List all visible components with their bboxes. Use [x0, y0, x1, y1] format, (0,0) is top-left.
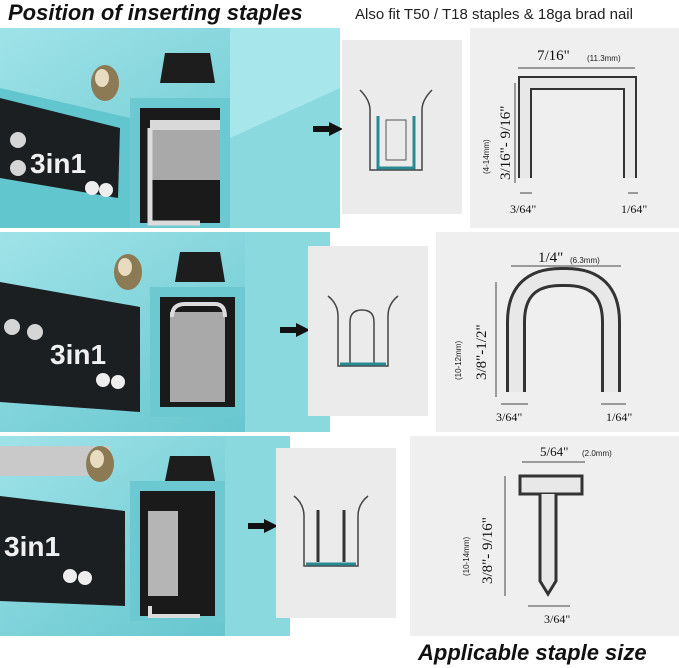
arrow-right-icon	[280, 323, 310, 337]
tool-3in1-label: 3in1	[4, 531, 60, 562]
staple-length-mm-label: (10-12mm)	[454, 340, 463, 380]
tool-3in1-label: 3in1	[30, 148, 86, 179]
page-title: Position of inserting staples	[8, 0, 303, 25]
staple-width-mm-label: (2.0mm)	[582, 449, 612, 458]
stapler-photo: 3in1	[0, 28, 340, 228]
staple-width-label: 1/4"	[538, 250, 564, 266]
staple-row-brad-nail: 3in1 5/64" (2.0mm) 3/8"- 9/16"	[0, 436, 679, 636]
staple-width-mm-label: (11.3mm)	[587, 54, 621, 63]
left-thickness-label: 3/64"	[544, 612, 571, 626]
staple-length-label: 3/16"- 9/16"	[498, 105, 514, 180]
tool-3in1-label: 3in1	[50, 339, 106, 370]
stapler-photo: 3in1	[0, 436, 290, 636]
arrow-right-icon	[248, 519, 278, 533]
staple-spec-panel: 7/16" (11.3mm) 3/16"- 9/16" (4-14mm) 3/6…	[470, 28, 679, 228]
arrow-right-icon	[313, 122, 343, 136]
stapler-photo: 3in1	[0, 232, 330, 432]
staple-length-label: 3/8"-1/2"	[474, 324, 490, 380]
staple-length-mm-label: (4-14mm)	[482, 139, 491, 174]
staple-spec-panel: 5/64" (2.0mm) 3/8"- 9/16" (10-14mm) 3/64…	[410, 436, 679, 636]
left-thickness-label: 3/64"	[496, 410, 523, 424]
footer-caption: Applicable staple size	[418, 640, 647, 665]
staple-row-t50: 3in1 7/16" (11.3mm) 3/	[0, 28, 679, 228]
right-thickness-label: 1/64"	[621, 202, 648, 216]
staple-spec-panel: 1/4" (6.3mm) 3/8"-1/2" (10-12mm) 3/64" 1…	[436, 232, 679, 432]
staple-row-t18: 3in1 1/4" (6.3mm) 3/8"-1/2"	[0, 232, 679, 432]
staple-width-label: 5/64"	[540, 444, 569, 459]
staple-inset-diagram	[308, 246, 428, 416]
staple-inset-diagram	[342, 40, 462, 214]
right-thickness-label: 1/64"	[606, 410, 633, 424]
page-subtitle: Also fit T50 / T18 staples & 18ga brad n…	[355, 6, 633, 23]
staple-width-mm-label: (6.3mm)	[570, 256, 600, 265]
staple-width-label: 7/16"	[537, 48, 570, 64]
staple-length-mm-label: (10-14mm)	[462, 536, 471, 576]
staple-length-label: 3/8"- 9/16"	[480, 517, 496, 584]
staple-inset-diagram	[276, 448, 396, 618]
left-thickness-label: 3/64"	[510, 202, 537, 216]
